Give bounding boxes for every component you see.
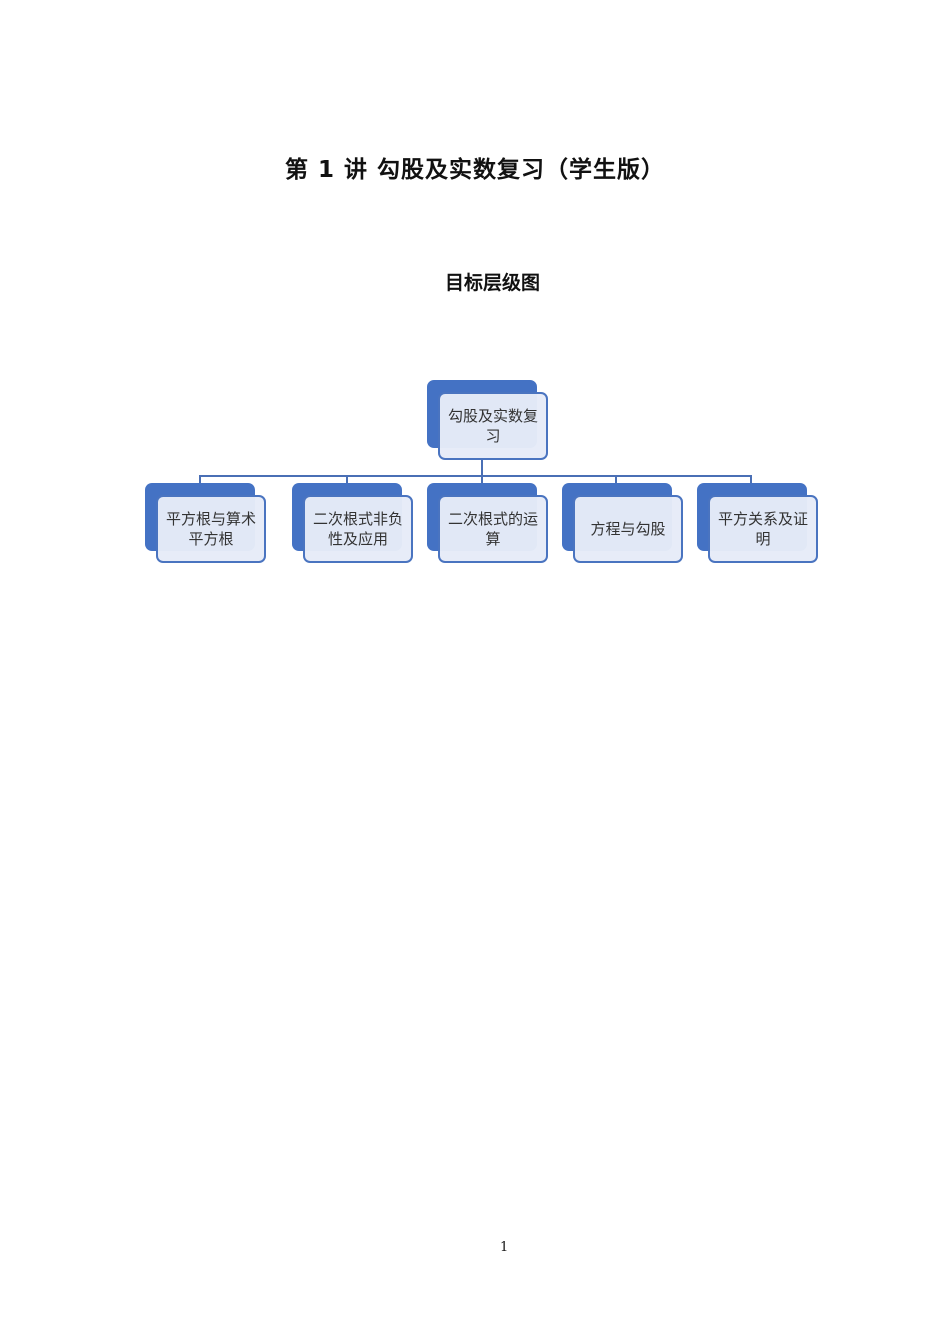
child-node-label: 平方关系及证明 — [708, 495, 818, 563]
root-node-label: 勾股及实数复习 — [438, 392, 548, 460]
child-node-label: 二次根式非负性及应用 — [303, 495, 413, 563]
root-connector — [481, 460, 483, 476]
horizontal-connector — [199, 475, 752, 477]
child-node-label: 方程与勾股 — [573, 495, 683, 563]
child-connector — [481, 475, 483, 483]
child-node-label: 平方根与算术平方根 — [156, 495, 266, 563]
page-number: 1 — [500, 1240, 509, 1255]
child-connector — [346, 475, 348, 483]
child-node-label: 二次根式的运算 — [438, 495, 548, 563]
child-connector — [199, 475, 201, 483]
child-connector — [615, 475, 617, 483]
section-heading: 目标层级图 — [444, 272, 540, 294]
document-title: 第 1 讲 勾股及实数复习（学生版） — [284, 157, 666, 183]
child-connector — [750, 475, 752, 483]
